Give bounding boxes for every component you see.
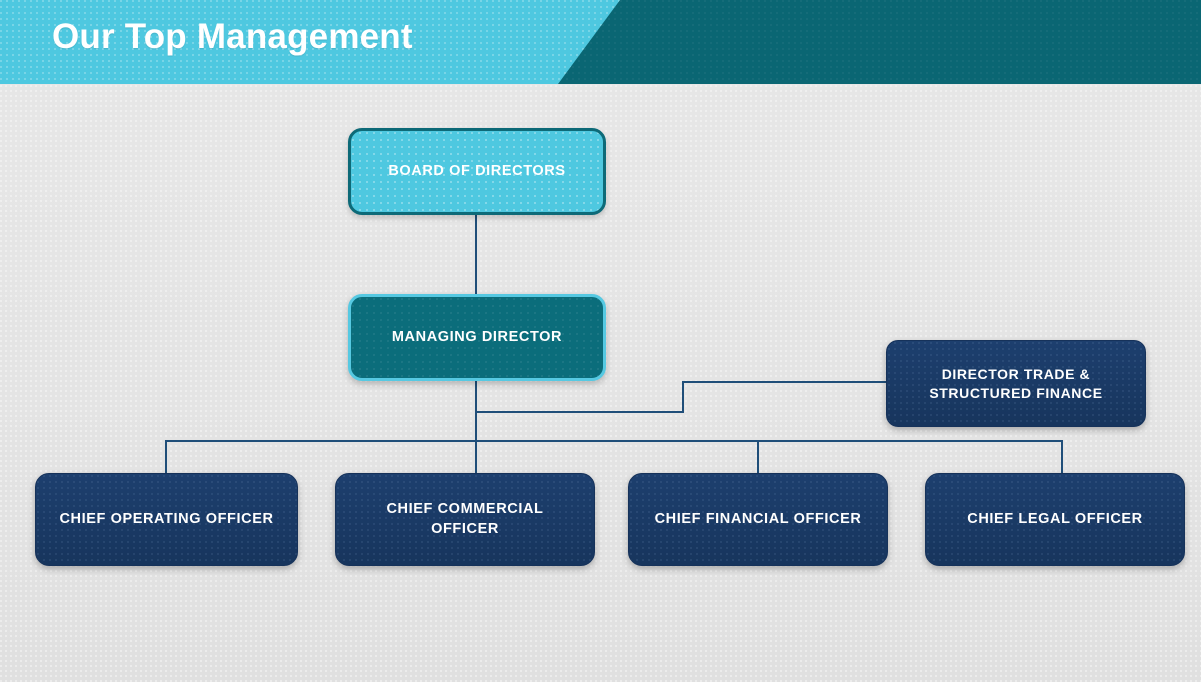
connector-bus: [165, 440, 1063, 442]
page-title: Our Top Management: [52, 17, 413, 56]
org-node-chief-operating-officer[interactable]: CHIEF OPERATING OFFICER: [35, 473, 298, 566]
org-node-board-of-directors[interactable]: BOARD OF DIRECTORS: [348, 128, 606, 215]
connector-bus-to-coo: [165, 440, 167, 474]
org-node-label: DIRECTOR TRADE & STRUCTURED FINANCE: [929, 365, 1102, 403]
org-node-label: CHIEF COMMERCIAL OFFICER: [386, 500, 544, 537]
header-band-secondary: [500, 0, 1201, 84]
header-band-primary: [0, 0, 620, 84]
org-node-chief-financial-officer[interactable]: CHIEF FINANCIAL OFFICER: [628, 473, 888, 566]
org-node-chief-legal-officer[interactable]: CHIEF LEGAL OFFICER: [925, 473, 1185, 566]
connector-bus-to-cfo: [757, 440, 759, 474]
org-node-label-line1: DIRECTOR TRADE &: [941, 365, 1091, 382]
org-node-label: MANAGING DIRECTOR: [391, 328, 563, 345]
connector-bus-to-clo: [1061, 440, 1063, 474]
org-node-label: CHIEF FINANCIAL OFFICER: [654, 510, 862, 527]
org-node-chief-commercial-officer[interactable]: CHIEF COMMERCIAL OFFICER: [335, 473, 595, 566]
slide-header: Our Top Management: [0, 0, 1201, 84]
org-node-label: BOARD OF DIRECTORS: [388, 162, 566, 179]
connector-board-to-md: [475, 214, 477, 296]
connector-bus-to-cco: [475, 440, 477, 474]
org-node-director-trade-structured-finance[interactable]: DIRECTOR TRADE & STRUCTURED FINANCE: [886, 340, 1146, 427]
org-node-label: CHIEF LEGAL OFFICER: [967, 510, 1143, 527]
org-node-managing-director[interactable]: MANAGING DIRECTOR: [348, 294, 606, 381]
org-node-label-line2: STRUCTURED FINANCE: [929, 384, 1103, 401]
connector-md-to-dirtrade-riser: [682, 381, 684, 413]
connector-md-to-dirtrade-seg2: [682, 381, 888, 383]
org-node-label: CHIEF OPERATING OFFICER: [59, 510, 274, 527]
connector-md-to-dirtrade-seg1: [475, 411, 684, 413]
